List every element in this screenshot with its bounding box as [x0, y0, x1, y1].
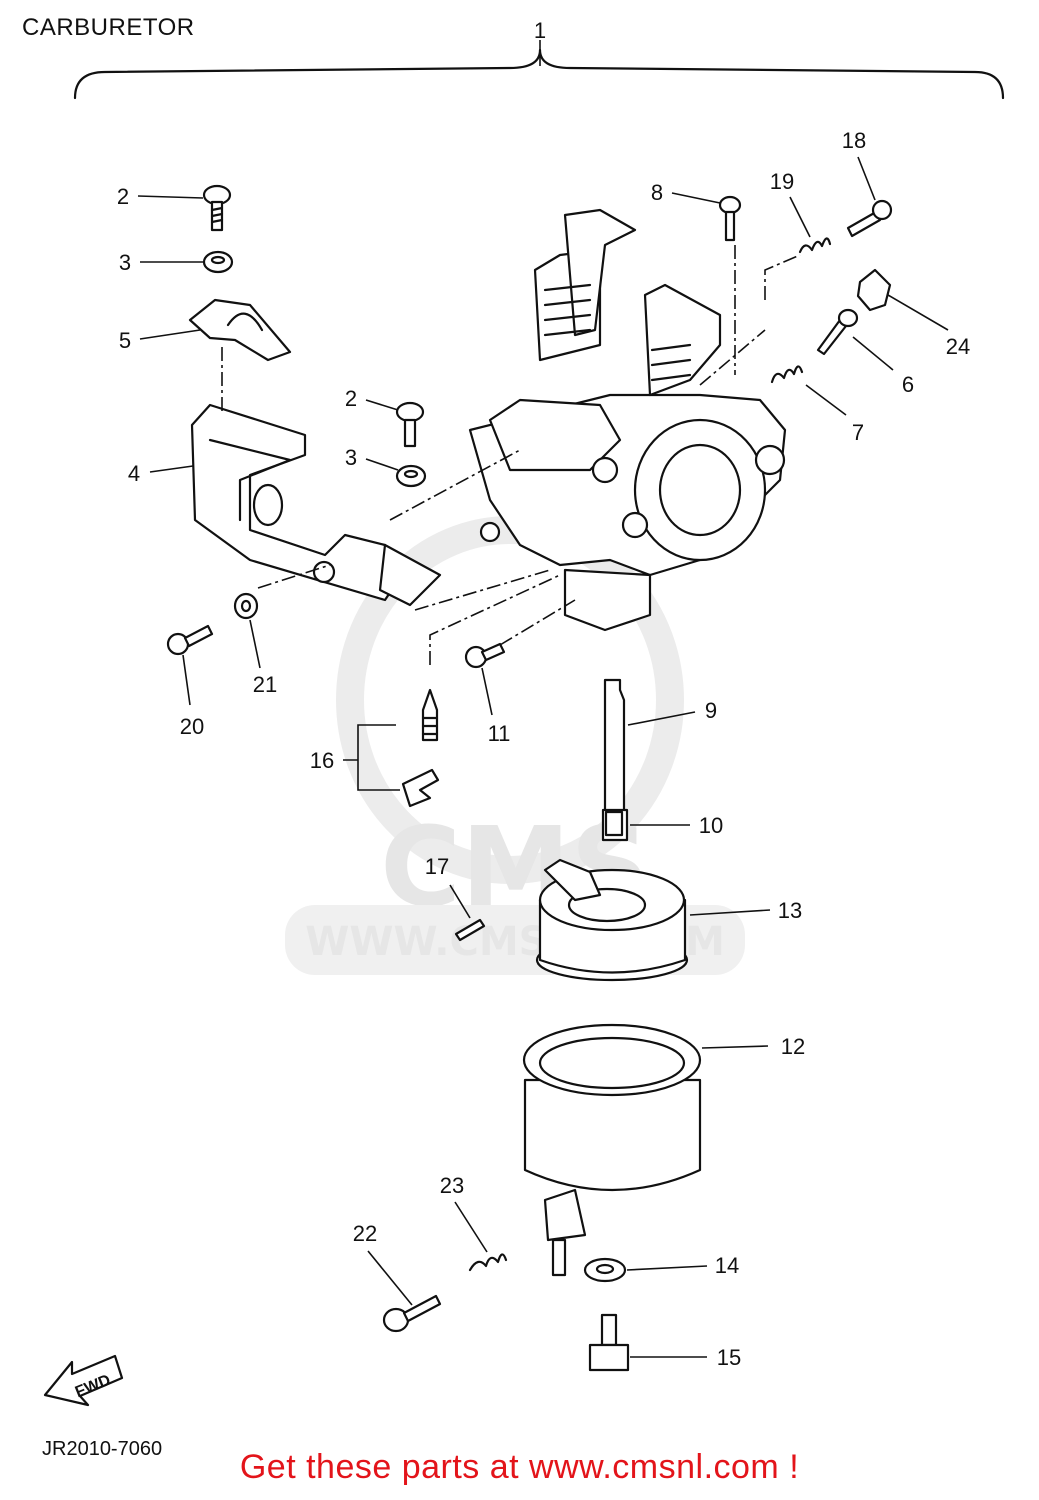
screw-6 [816, 308, 859, 356]
washer-3-top [202, 250, 234, 274]
washer-21 [233, 592, 259, 620]
promo-banner[interactable]: Get these parts at www.cmsnl.com ! [239, 1448, 800, 1486]
callout-15: 15 [717, 1345, 741, 1370]
spring-19 [798, 237, 832, 254]
callout-13: 13 [778, 898, 802, 923]
pin-17 [454, 918, 486, 942]
callout-21: 21 [253, 672, 277, 697]
callout-17: 17 [425, 854, 449, 879]
diagram-code: JR2010-7060 [42, 1438, 163, 1460]
diagram-title: CARBURETOR [22, 14, 195, 41]
screw-2-top [202, 184, 232, 232]
screw-2-mid [395, 401, 425, 448]
callout-2-mid: 2 [345, 386, 357, 411]
callout-12: 12 [781, 1034, 805, 1059]
callout-10: 10 [699, 813, 723, 838]
washer-3-mid [395, 464, 427, 488]
callout-9: 9 [705, 698, 717, 723]
callout-4: 4 [128, 461, 140, 486]
clamp [188, 298, 292, 362]
callout-2-top: 2 [117, 184, 129, 209]
float-chamber-12 [522, 1023, 702, 1277]
float-13 [535, 858, 689, 982]
callout-3-top: 3 [119, 250, 131, 275]
callout-18: 18 [842, 128, 866, 153]
callout-22: 22 [353, 1221, 377, 1246]
callout-23: 23 [440, 1173, 464, 1198]
carburetor-body [468, 208, 787, 632]
callout-7: 7 [852, 420, 864, 445]
spring-23 [468, 1253, 508, 1272]
screw-8 [718, 195, 742, 242]
callout-numbers: 1 2 3 5 4 2 3 21 20 16 11 17 8 19 18 24 … [117, 18, 970, 1370]
main-jet-10 [604, 810, 624, 837]
callout-8: 8 [651, 180, 663, 205]
callout-24: 24 [946, 334, 970, 359]
callout-3-mid: 3 [345, 445, 357, 470]
assembly-phantom-lines [221, 245, 801, 665]
callout-14: 14 [715, 1253, 739, 1278]
bolt-15 [588, 1313, 630, 1372]
assembly-bracket [73, 40, 1005, 100]
callout-1: 1 [534, 18, 546, 43]
callout-6: 6 [902, 372, 914, 397]
fwd-arrow-icon: FWD [43, 1354, 124, 1407]
screw-22 [382, 1294, 442, 1333]
screw-18 [846, 199, 893, 238]
callout-16: 16 [310, 748, 334, 773]
callout-11: 11 [488, 721, 511, 746]
screw-11 [464, 642, 506, 669]
callout-5: 5 [119, 328, 131, 353]
throttle-bracket [190, 403, 442, 607]
callout-leaders [137, 156, 949, 1358]
needle-valve-16 [401, 688, 440, 808]
washer-14 [583, 1257, 627, 1283]
spring-7 [770, 365, 804, 384]
callout-19: 19 [770, 169, 794, 194]
cap-24 [856, 268, 892, 312]
callout-20: 20 [180, 714, 204, 739]
screw-20 [166, 624, 214, 656]
